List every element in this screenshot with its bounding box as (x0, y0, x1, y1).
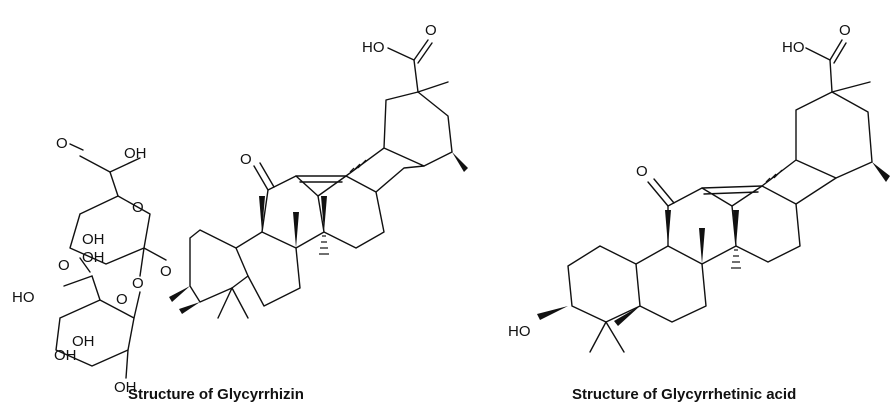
carboxyl-o-label: O (425, 22, 437, 39)
glycyrrhetinic-bonds (567, 39, 873, 353)
glycyrrhizin-structure (55, 39, 468, 379)
glycyrrhizin-sugar-1-bonds (69, 143, 167, 277)
glycyrrhetinic-structure (537, 39, 890, 353)
sugar1-ring-o-label: O (132, 199, 144, 216)
ga-ketone-o-label: O (636, 163, 648, 180)
link-o1-label: O (160, 263, 172, 280)
glycyrrhizin-stereo-bonds (169, 152, 468, 314)
sugar1-acid-oh-label: OH (124, 145, 147, 162)
sugar1-acid-o-label: O (56, 135, 68, 152)
caption-glycyrrhizin: Structure of Glycyrrhizin (128, 386, 304, 403)
ketone-o-label: O (240, 151, 252, 168)
sugar2-oh-c-label: OH (114, 379, 137, 396)
glycyrrhizin-sugar-2-bonds (55, 257, 141, 379)
sugar2-acid-ho-label: HO (12, 289, 35, 306)
glycyrrhizin-atom-labels: HO O O O OH O OH OH O O O HO O OH OH OH (12, 22, 437, 396)
ga-carboxyl-o-label: O (839, 22, 851, 39)
link-o2-label: O (132, 275, 144, 292)
ga-hydroxyl-label: HO (508, 323, 531, 340)
sugar2-acid-o-label: O (58, 257, 70, 274)
sugar1-oh-a-label: OH (82, 231, 105, 248)
sugar2-oh-a-label: OH (72, 333, 95, 350)
glycyrrhetinic-atom-labels: HO O O HO (508, 22, 851, 340)
sugar2-oh-b-label: OH (54, 347, 77, 364)
glycyrrhizin-aglycone-bonds (189, 39, 453, 319)
glycyrrhetinic-stereo-bonds (537, 162, 890, 326)
ga-carboxyl-ho-label: HO (782, 39, 805, 56)
caption-glycyrrhetinic-acid: Structure of Glycyrrhetinic acid (572, 386, 797, 403)
carboxyl-ho-label: HO (362, 39, 385, 56)
sugar1-oh-b-label: OH (82, 249, 105, 266)
sugar2-ring-o-label: O (116, 291, 128, 308)
